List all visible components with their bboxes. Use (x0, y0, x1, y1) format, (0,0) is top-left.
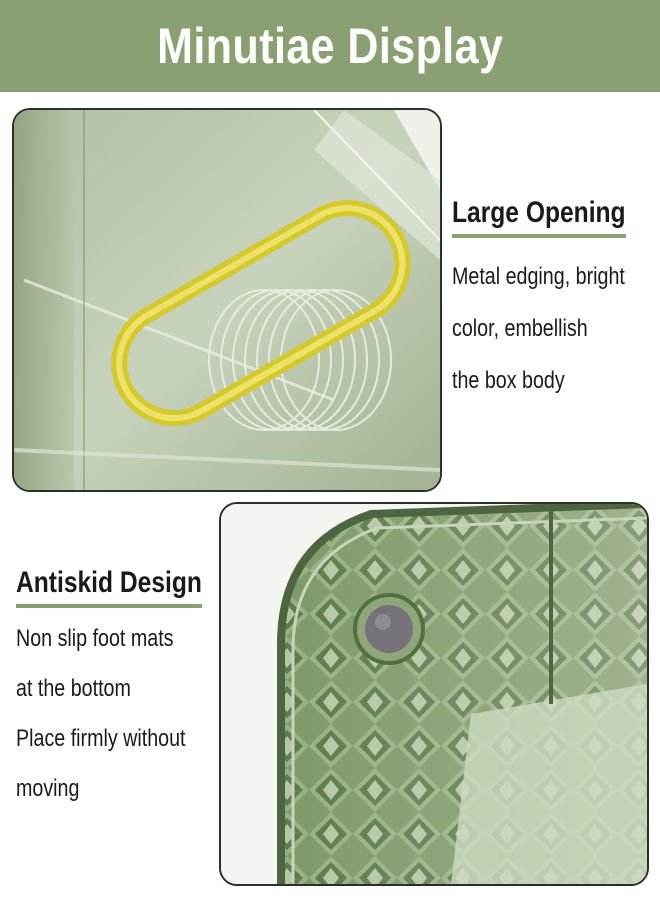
antiskid-text: Antiskid Design Non slip foot mats at th… (16, 566, 216, 826)
antiskid-foot-pad-image (221, 504, 647, 884)
tissue-box-opening-image (14, 110, 440, 490)
large-opening-heading: Large Opening (452, 196, 626, 238)
antiskid-line: Place firmly without (16, 725, 186, 752)
large-opening-line: the box body (452, 367, 565, 394)
large-opening-line: color, embellish (452, 315, 588, 342)
antiskid-heading: Antiskid Design (16, 566, 202, 608)
antiskid-line: at the bottom (16, 675, 131, 702)
large-opening-text: Large Opening Metal edging, bright color… (452, 196, 652, 420)
large-opening-photo (12, 108, 442, 492)
large-opening-line: Metal edging, bright (452, 263, 625, 290)
antiskid-line: Non slip foot mats (16, 625, 174, 652)
header-banner: Minutiae Display (0, 0, 660, 92)
antiskid-line: moving (16, 775, 80, 802)
banner-title: Minutiae Display (156, 18, 504, 74)
antiskid-photo (219, 502, 649, 886)
